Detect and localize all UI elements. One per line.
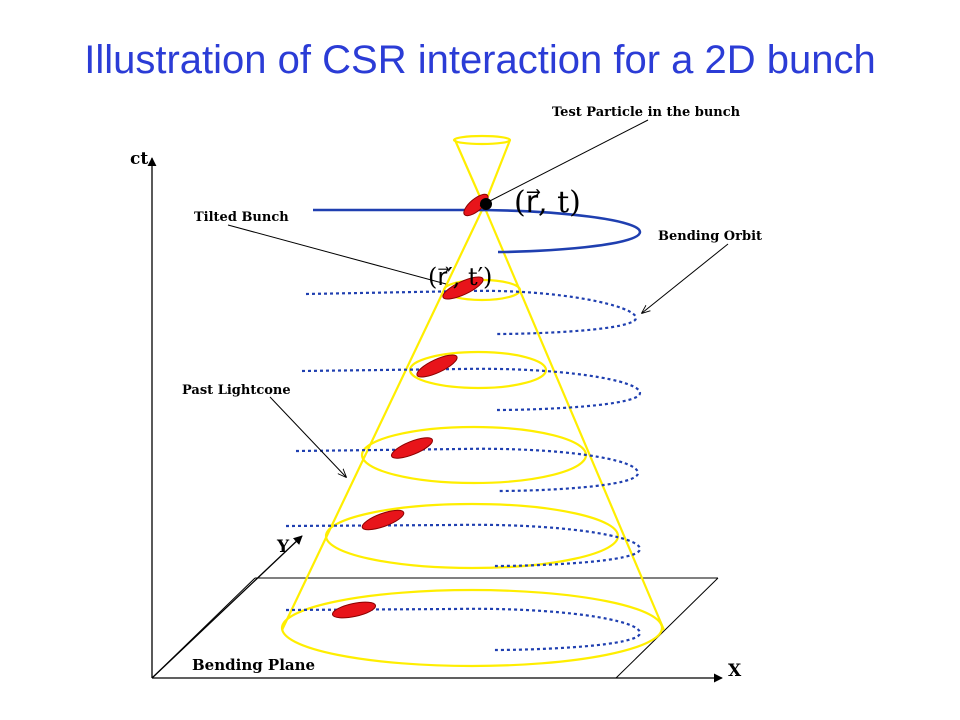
bunch-past-1 bbox=[442, 276, 484, 300]
bunch-past-3 bbox=[390, 437, 434, 459]
bunch-past-5 bbox=[331, 601, 377, 619]
bending-plane-label: Bending Plane bbox=[192, 656, 315, 674]
bunch-past-2 bbox=[416, 354, 458, 378]
past-lightcone-label: Past Lightcone bbox=[182, 383, 291, 398]
bunch-past-4 bbox=[361, 509, 405, 531]
tilted-bunch-label: Tilted Bunch bbox=[194, 210, 289, 225]
tilted-bunches bbox=[331, 193, 489, 619]
y-axis bbox=[151, 535, 303, 679]
past-event-label: (r⃗′, t′) bbox=[428, 263, 492, 291]
ct-axis-label: ct bbox=[130, 149, 148, 169]
present-orbit bbox=[313, 208, 642, 254]
past-lightcone bbox=[280, 134, 666, 668]
x-axis-label: X bbox=[728, 661, 742, 681]
slide-title: Illustration of CSR interaction for a 2D… bbox=[84, 38, 876, 82]
test-particle bbox=[480, 198, 492, 210]
y-axis-label: Y bbox=[276, 537, 290, 557]
annotation-pointers bbox=[227, 119, 729, 477]
axes: ct Y X bbox=[130, 149, 742, 683]
bending-orbit-label: Bending Orbit bbox=[658, 229, 762, 244]
bending-orbits bbox=[285, 208, 642, 652]
test-particle-label: Test Particle in the bunch bbox=[552, 105, 741, 120]
present-event-label: (r⃗, t) bbox=[514, 185, 581, 220]
